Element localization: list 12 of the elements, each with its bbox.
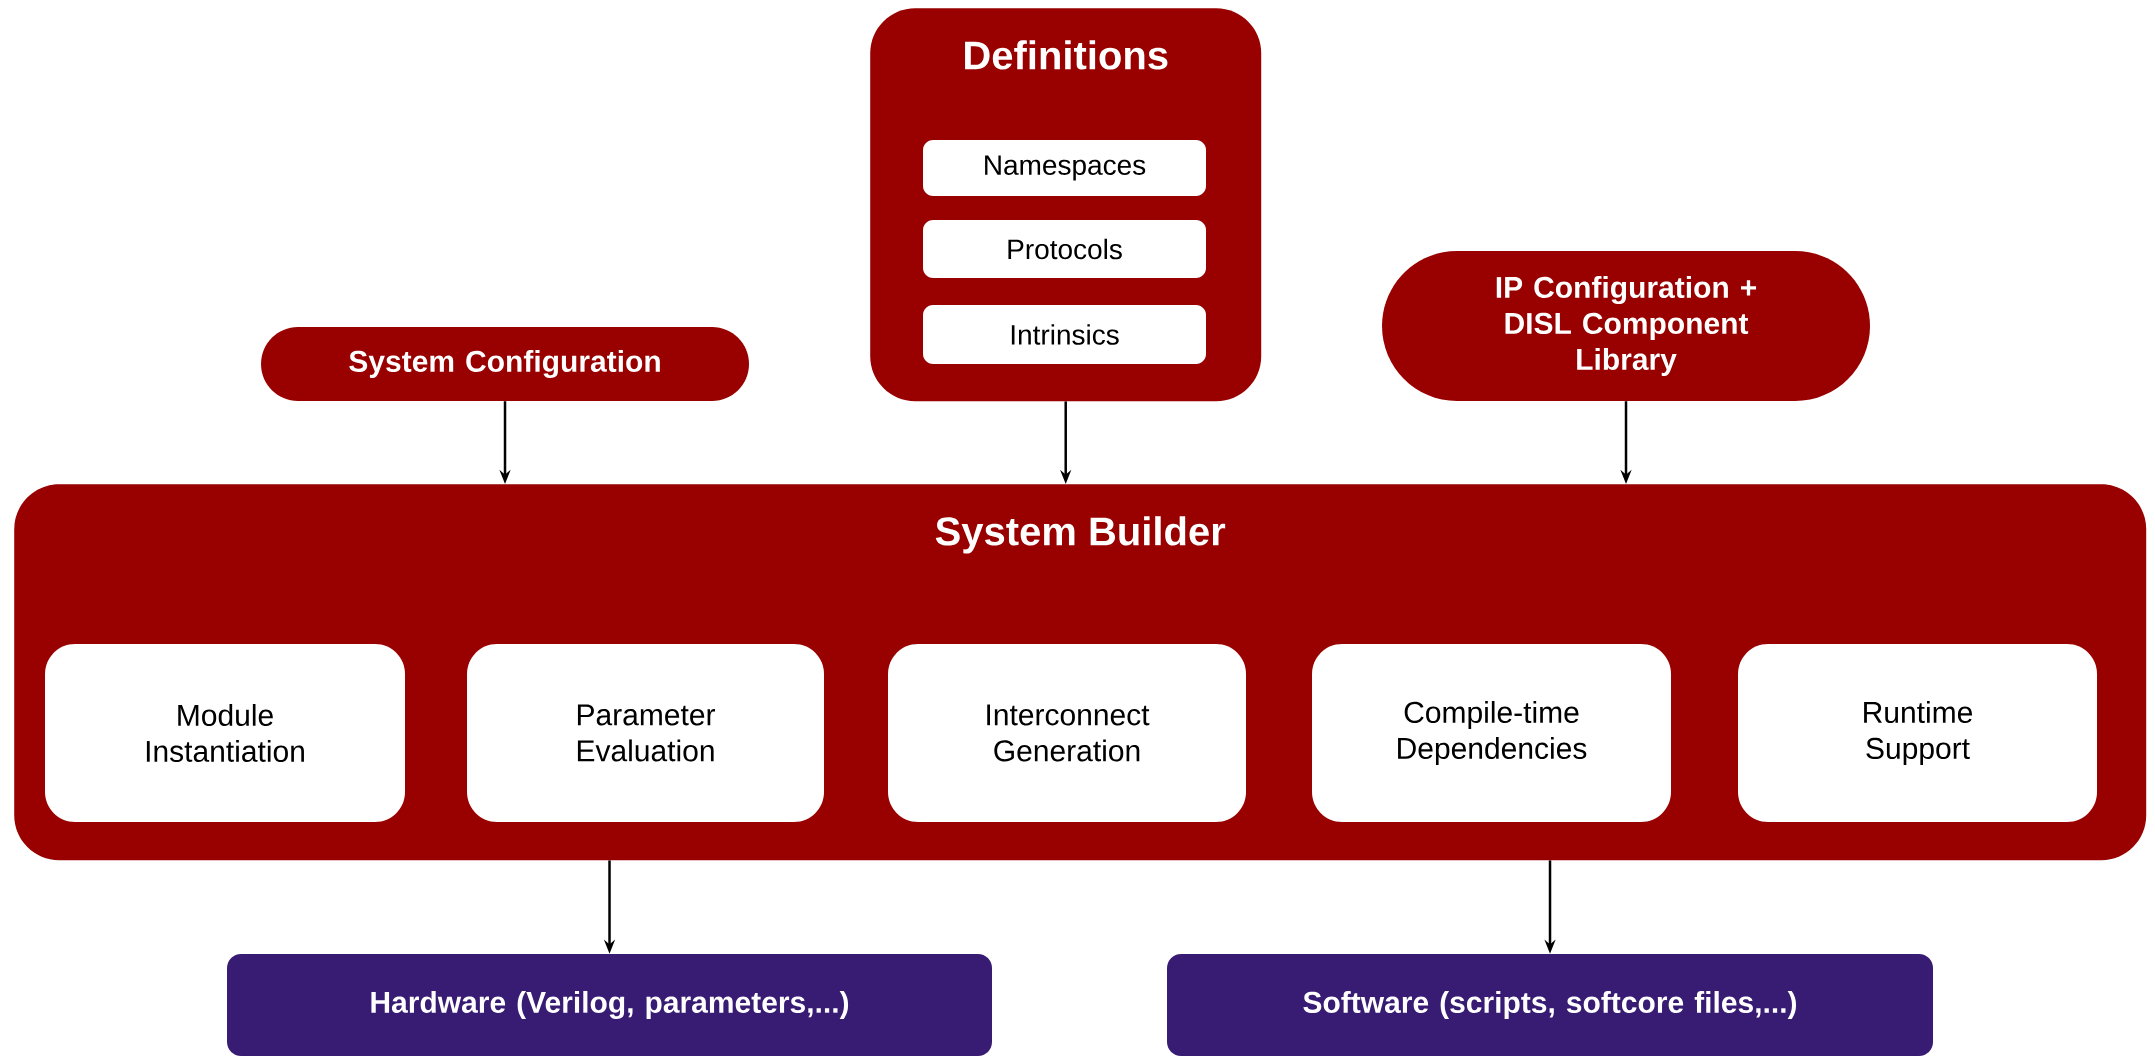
step-box: Compile-time Dependencies <box>1312 644 1671 822</box>
list-item-box: Namespaces <box>923 140 1206 196</box>
step-box: Interconnect Generation <box>888 644 1246 822</box>
step-box: Runtime Support <box>1738 644 2097 822</box>
input-pill: System Configuration <box>261 327 749 401</box>
step-box: Module Instantiation <box>45 644 405 822</box>
list-item-box: Intrinsics <box>923 305 1206 364</box>
list-item-box: Protocols <box>923 220 1206 278</box>
output-box: Hardware (Verilog, parameters,...) <box>227 954 992 1056</box>
output-box: Software (scripts, softcore files,...) <box>1167 954 1933 1056</box>
step-box: Parameter Evaluation <box>467 644 824 822</box>
input-pill: IP Configuration + DISL Component Library <box>1382 251 1870 401</box>
